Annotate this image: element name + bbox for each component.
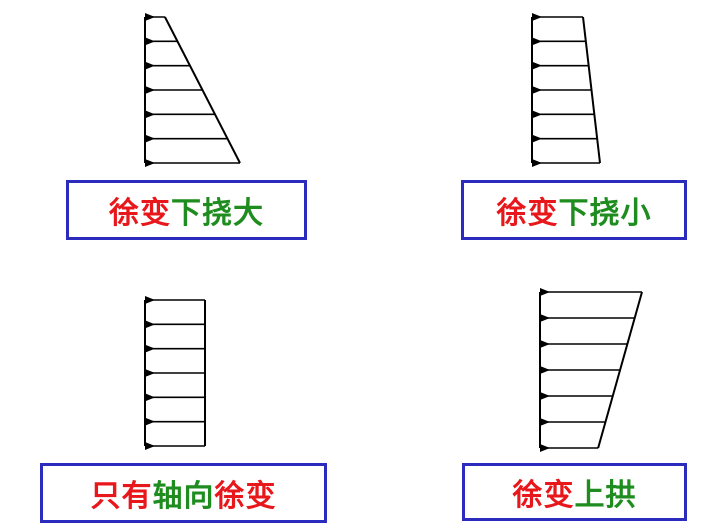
diagram-c-rectangle xyxy=(144,296,206,450)
caption-c-green: 轴向 xyxy=(152,479,215,514)
caption-d-green: 上拱 xyxy=(574,478,637,513)
caption-d-red: 徐变 xyxy=(512,478,575,513)
caption-c: 只有轴向徐变 xyxy=(40,463,327,523)
caption-a-green: 下挠大 xyxy=(171,196,264,231)
caption-c-red2: 徐变 xyxy=(214,479,277,514)
caption-b-green: 下挠小 xyxy=(558,196,652,231)
caption-b: 徐变下挠小 xyxy=(461,180,687,240)
diagram-b-trapezoid xyxy=(531,13,601,167)
diagram-d-trapezoid xyxy=(539,288,643,452)
caption-a-red: 徐变 xyxy=(109,196,171,231)
caption-c-red1: 只有 xyxy=(90,479,153,514)
diagram-a-trapezoid xyxy=(144,13,241,167)
caption-d: 徐变上拱 xyxy=(462,463,687,521)
caption-b-red: 徐变 xyxy=(496,196,559,231)
caption-a: 徐变下挠大 xyxy=(66,180,307,240)
